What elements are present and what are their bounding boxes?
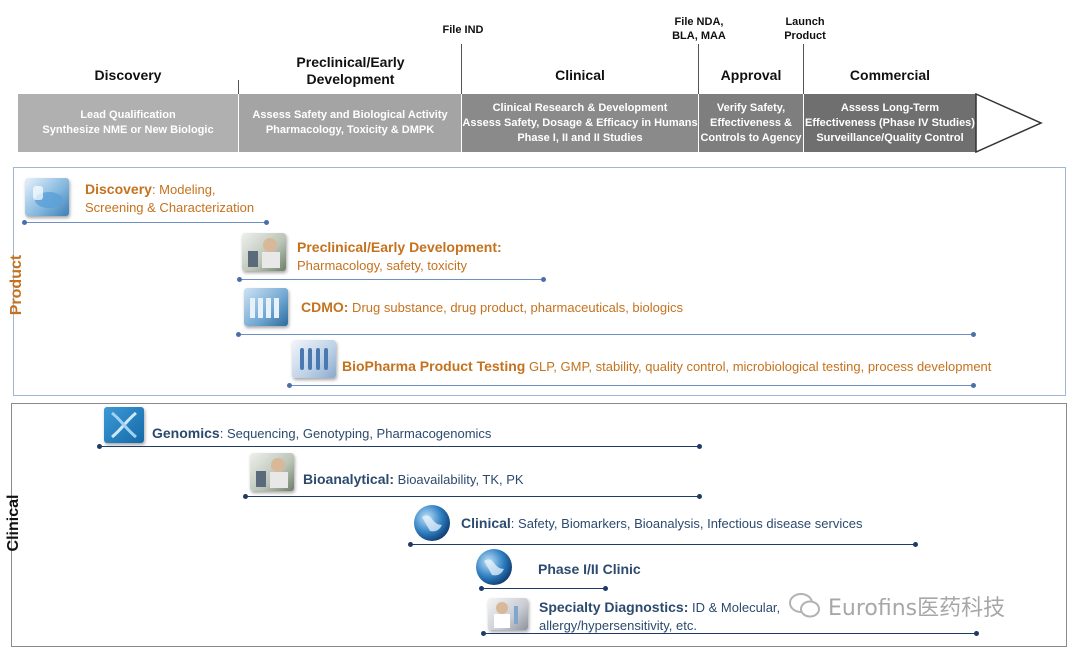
product-item-discovery: Discovery: Modeling, (85, 181, 216, 197)
timeline-bar (99, 446, 699, 447)
product-item-preclinical: Preclinical/Early Development: (297, 239, 502, 255)
band-arrow-head (975, 93, 1043, 153)
lab-technician-icon (488, 598, 528, 630)
timeline-start-dot (408, 542, 413, 547)
phase-title-clinical: Clinical (555, 67, 605, 83)
timeline-start-dot (481, 631, 486, 636)
vials-rack-icon (244, 288, 288, 326)
timeline-start-dot (237, 277, 242, 282)
product-section-label: Product (8, 254, 25, 316)
timeline-bar (289, 385, 973, 386)
band-commercial: Assess Long-Term Effectiveness (Phase IV… (804, 94, 976, 152)
clinical-item-clinical: Clinical: Safety, Biomarkers, Bioanalysi… (461, 515, 863, 531)
scientist-microscope-icon (242, 233, 286, 271)
timeline-start-dot (243, 494, 248, 499)
phase-title-approval: Approval (720, 67, 782, 83)
wechat-icon (789, 593, 820, 618)
watermark: Eurofins医药科技 (788, 590, 1005, 622)
product-item-discovery-desc2: Screening & Characterization (85, 200, 255, 215)
clinical-item-genomics: Genomics: Sequencing, Genotyping, Pharma… (152, 425, 492, 441)
test-tubes-icon (292, 340, 336, 378)
timeline-bar (24, 222, 266, 223)
band-approval: Verify Safety, Effectiveness & Controls … (699, 94, 804, 152)
clinical-item-specialty-diagnostics: Specialty Diagnostics: ID & Molecular, (539, 599, 781, 615)
timeline-end-dot (971, 332, 976, 337)
clinical-item-specialty-diagnostics-desc2: allergy/hypersensitivity, etc. (539, 618, 697, 633)
milestone-launch-product: Launch Product (784, 16, 826, 42)
timeline-end-dot (974, 631, 979, 636)
timeline-end-dot (603, 586, 608, 591)
clinical-item-bioanalytical: Bioanalytical: Bioavailability, TK, PK (303, 471, 524, 487)
phase-title-commercial: Commercial (849, 67, 931, 83)
milestone-file-ind: File IND (442, 24, 484, 36)
globe-icon (414, 505, 450, 541)
lab-gloves-icon (25, 178, 69, 216)
timeline-bar (410, 544, 915, 545)
timeline-end-dot (541, 277, 546, 282)
product-item-biopharma: BioPharma Product Testing GLP, GMP, stab… (342, 358, 992, 374)
clinical-item-phase-clinic: Phase I/II Clinic (538, 561, 641, 577)
timeline-bar (481, 588, 605, 589)
globe-icon (476, 549, 512, 585)
product-item-preclinical-desc2: Pharmacology, safety, toxicity (297, 258, 468, 273)
band-preclinical: Assess Safety and Biological Activity Ph… (239, 94, 462, 152)
timeline-end-dot (913, 542, 918, 547)
watermark-text: Eurofins医药科技 (828, 596, 1006, 621)
timeline-start-dot (479, 586, 484, 591)
milestone-file-nda: File NDA, BLA, MAA (672, 16, 726, 42)
phase-title-preclinical: Preclinical/Early Development (296, 54, 405, 87)
dna-icon (104, 407, 144, 443)
timeline-end-dot (971, 383, 976, 388)
product-section (13, 167, 1066, 396)
timeline-end-dot (697, 444, 702, 449)
phase-title-discovery: Discovery (94, 67, 162, 83)
band-clinical: Clinical Research & Development Assess S… (462, 94, 699, 152)
clinical-section-label: Clinical (5, 494, 22, 552)
scientist-microscope-icon (250, 453, 294, 491)
clinical-section (11, 403, 1067, 647)
timeline-bar (239, 279, 543, 280)
timeline-start-dot (97, 444, 102, 449)
timeline-start-dot (22, 220, 27, 225)
timeline-end-dot (697, 494, 702, 499)
timeline-start-dot (236, 332, 241, 337)
product-item-cdmo: CDMO: Drug substance, drug product, phar… (301, 299, 684, 315)
timeline-end-dot (264, 220, 269, 225)
timeline-bar (245, 496, 699, 497)
band-discovery: Lead Qualification Synthesize NME or New… (18, 94, 239, 152)
timeline-start-dot (287, 383, 292, 388)
timeline-bar (238, 334, 973, 335)
timeline-bar (483, 633, 976, 634)
